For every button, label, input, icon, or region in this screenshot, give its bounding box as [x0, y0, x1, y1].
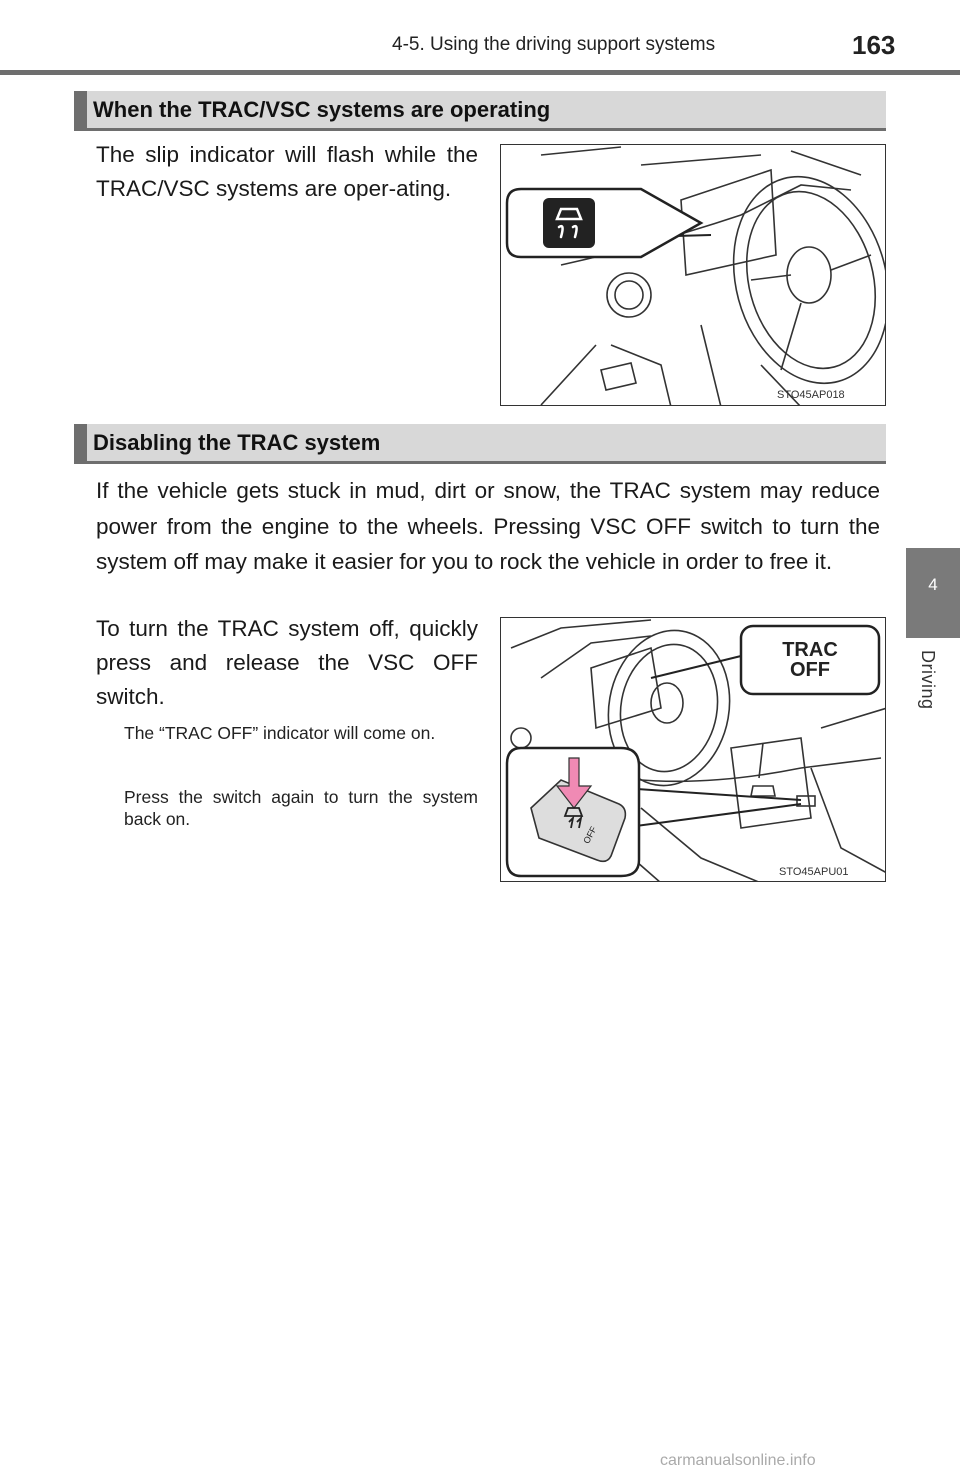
vsc-off-icon [563, 807, 584, 829]
page-number: 163 [852, 30, 896, 60]
trac-off-label-line1: TRAC [782, 639, 838, 661]
figure-slip-indicator: STO45AP018 [500, 144, 886, 406]
chapter-tab [906, 548, 960, 638]
slip-indicator-icon [543, 198, 595, 248]
note-trac-off-indicator: The “TRAC OFF” indicator will come on. [124, 723, 436, 743]
section-heading-operating: When the TRAC/VSC systems are operating [74, 91, 886, 131]
trac-off-label: TRAC OFF [741, 640, 879, 680]
section1-body: The slip indicator will flash while the … [96, 142, 478, 201]
header-rule [0, 70, 960, 75]
section-heading-disabling: Disabling the TRAC system [74, 424, 886, 464]
chapter-number: 4 [928, 575, 938, 594]
page-header-title: 4-5. Using the driving support systems [392, 34, 716, 55]
trac-off-label-line2: OFF [790, 659, 830, 681]
figure-code: STO45APU01 [779, 866, 849, 878]
section2-intro: If the vehicle gets stuck in mud, dirt o… [96, 478, 880, 574]
chapter-label: Driving [918, 650, 938, 710]
dashboard-illustration [505, 146, 885, 405]
footer-watermark: carmanualsonline.info [660, 1452, 816, 1469]
section2-instruction: To turn the TRAC system off, quickly pre… [96, 616, 478, 709]
console-illustration [505, 619, 885, 881]
note-press-again: Press the switch again to turn the syste… [124, 787, 478, 829]
figure-vsc-off-switch: TRAC OFF OFF STO45APU01 [500, 617, 886, 882]
figure-code: STO45AP018 [777, 389, 845, 401]
press-arrow-icon [555, 757, 593, 809]
